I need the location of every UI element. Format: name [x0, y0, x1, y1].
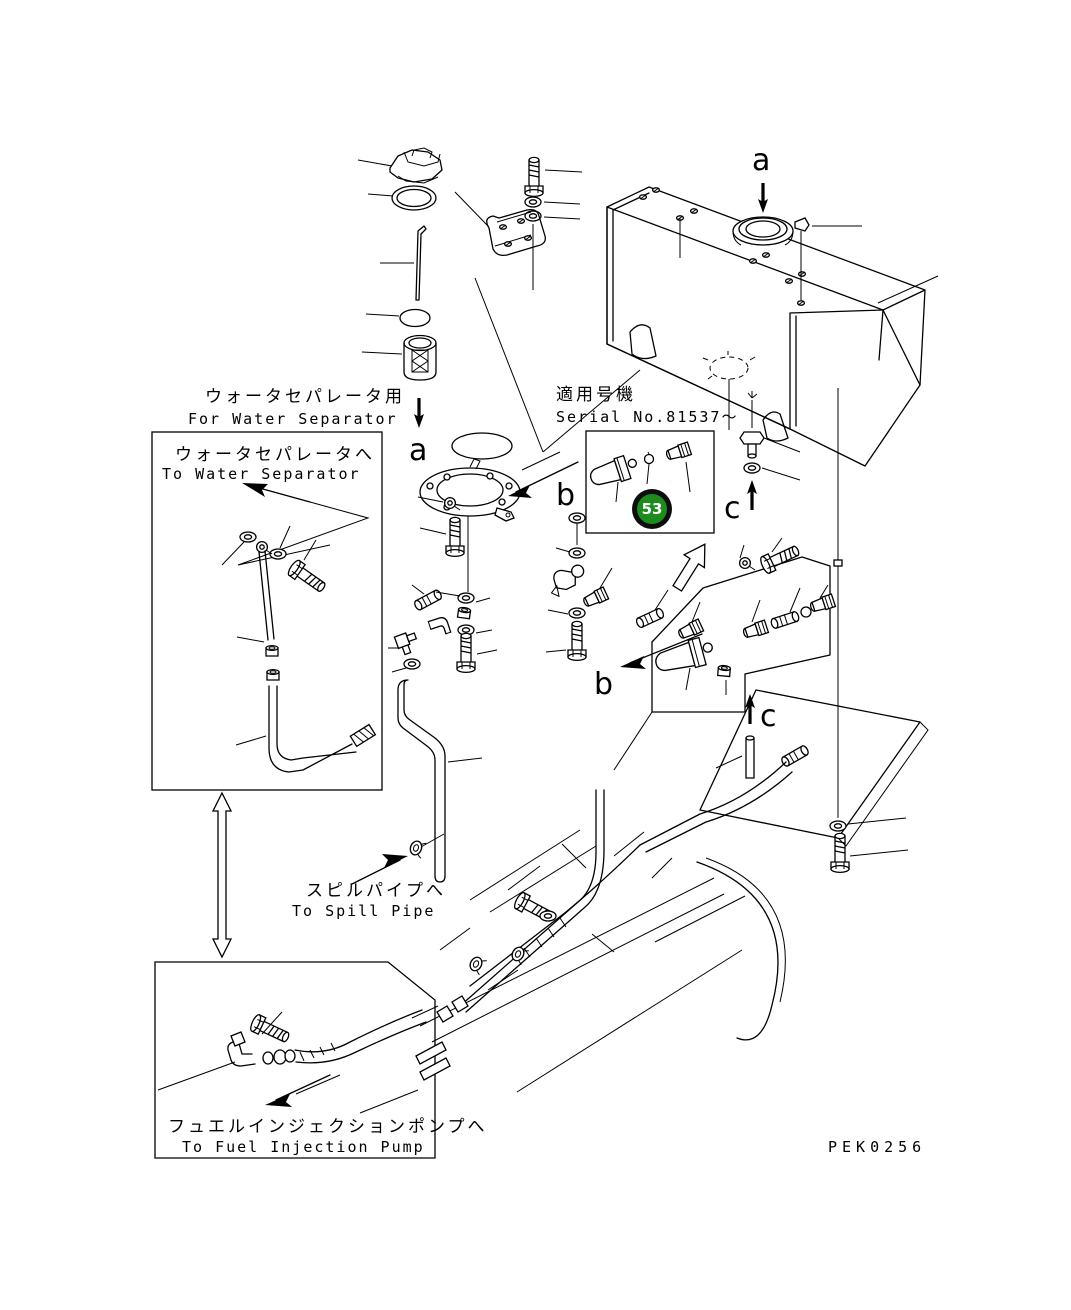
left-fitting-cluster — [388, 584, 498, 883]
to-spill-pipe-en: To Spill Pipe — [292, 902, 435, 920]
serial-detail-group: 適用号機 Serial No.81537～ 53 c — [556, 385, 741, 534]
fuel-lines — [436, 711, 673, 1023]
balloon-number: 53 — [642, 500, 663, 518]
valve-detail-group — [651, 537, 837, 713]
ws-hose — [235, 540, 377, 773]
fuel-cap — [357, 147, 443, 184]
fuel-pump-box — [154, 961, 436, 1159]
shutoff-valve — [655, 636, 713, 672]
flange-gasket — [451, 432, 513, 460]
to-fuel-pump-en: To Fuel Injection Pump — [182, 1138, 425, 1156]
tank-foot-bracket — [629, 324, 657, 360]
view-marker-a-mid: a — [409, 433, 427, 468]
wheel-arch — [696, 861, 779, 1041]
water-separator-use-en: For Water Separator — [188, 410, 398, 428]
frame-washer — [829, 820, 847, 832]
serial-label-jp: 適用号機 — [556, 385, 636, 405]
arrow-a-mid: a — [409, 398, 427, 468]
view-marker-c-drain: c — [724, 491, 741, 526]
arrow-b-flange: b — [508, 461, 579, 513]
water-separator-use-jp: ウォータセパレータ用 — [205, 387, 405, 407]
water-separator-group: ウォータセパレータ用 For Water Separator ウォータセパレータ… — [151, 387, 405, 791]
frame-rail — [419, 877, 746, 1093]
valve-detail-box — [651, 556, 831, 713]
valve-part-53 — [589, 454, 637, 486]
view-marker-b-valve: b — [594, 667, 613, 702]
bracket-bolt — [524, 156, 544, 198]
sender-flange — [419, 451, 561, 522]
tank-side-bracket — [762, 411, 789, 442]
flange-bolt — [445, 516, 465, 558]
mounting-bracket — [454, 191, 546, 257]
fuel-pump-group: フュエルインジェクションポンプへ To Fuel Injection Pump — [154, 961, 488, 1159]
mounting-bracket-group — [454, 156, 641, 453]
pump-hose — [227, 1005, 439, 1067]
drain-valve — [739, 431, 765, 459]
fuel-tank — [606, 186, 939, 467]
drain-clamp — [743, 462, 761, 474]
arrow-to-fuel-pump — [265, 1074, 419, 1114]
arrow-a-top: a — [752, 143, 770, 213]
service-hole — [702, 351, 756, 430]
filler-cap-parts: a — [357, 147, 443, 468]
arrow-to-spill-pipe — [351, 833, 445, 885]
breather-plug — [794, 217, 862, 306]
fuel-strainer — [361, 334, 437, 381]
bracket-spring-washer — [524, 196, 542, 208]
filler-neck — [732, 216, 794, 246]
hose-clamp — [407, 837, 427, 859]
to-fuel-pump-jp: フュエルインジェクションポンプへ — [168, 1117, 488, 1137]
return-pipe: c — [639, 694, 811, 853]
spill-pipe-tube — [397, 679, 446, 883]
spill-pipe-label-group: スピルパイプへ To Spill Pipe — [292, 833, 446, 920]
sender-flange-group — [417, 432, 561, 592]
part-balloon-53: 53 — [632, 489, 672, 529]
view-marker-b-flange: b — [556, 478, 575, 513]
double-headed-arrow — [211, 791, 233, 959]
fuel-cock — [550, 564, 585, 598]
water-separator-box — [151, 431, 383, 791]
to-water-separator-en: To Water Separator — [162, 465, 361, 483]
drain-valve-group — [739, 391, 801, 510]
arrow-b-valve: b — [594, 633, 703, 702]
frame-bolt — [830, 832, 850, 874]
cap-gasket — [367, 185, 437, 211]
serial-label-en: Serial No.81537～ — [556, 408, 738, 426]
chassis-and-piping: c — [415, 388, 929, 1093]
to-spill-pipe-jp: スピルパイプへ — [306, 881, 446, 901]
seal-ring — [365, 308, 431, 328]
to-water-separator-jp: ウォータセパレータへ — [175, 445, 375, 465]
drawing-code: PEK0256 — [828, 1138, 926, 1156]
tee-fitting — [393, 632, 418, 656]
view-marker-c-pipe: c — [760, 699, 777, 734]
view-marker-a-top: a — [752, 143, 770, 178]
detail-pointer-arrow — [672, 543, 706, 592]
gauge-rod — [380, 225, 427, 301]
center-fitting-cluster — [545, 512, 705, 662]
elbow-fitting — [427, 615, 452, 639]
